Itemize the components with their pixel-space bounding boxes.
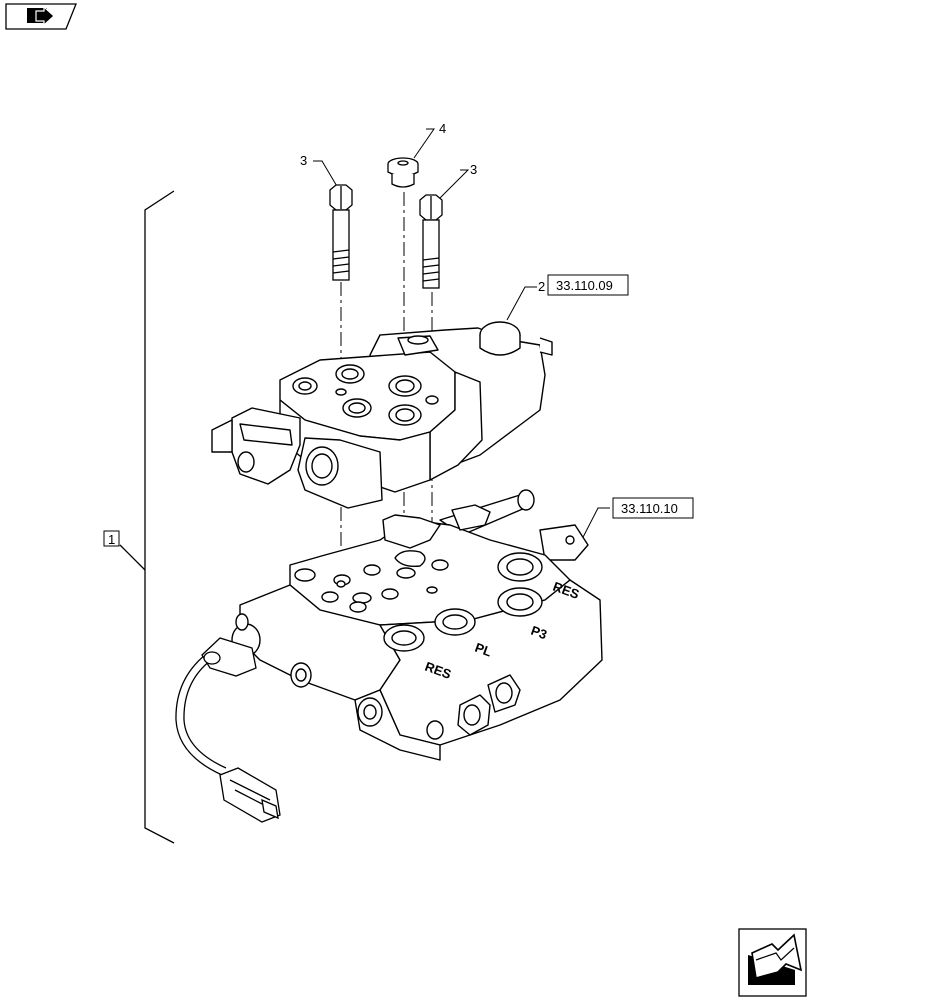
reference-valve-section-text: 33.110.09 [556, 278, 613, 293]
book-arrow-icon [27, 5, 55, 27]
callout-plug: 4 [439, 121, 446, 136]
bolt-right [419, 194, 443, 289]
callout-bolt-right: 3 [470, 162, 477, 177]
reference-box-valve-section[interactable]: 33.110.09 [547, 274, 629, 296]
callout-bolt-left: 3 [300, 153, 307, 168]
nav-tab-top[interactable] [5, 3, 77, 30]
valve-markings: RES P3 PL RES [423, 579, 582, 682]
marking-mid: PL [473, 640, 494, 660]
plug [387, 157, 419, 188]
nav-box-bottom[interactable] [738, 928, 807, 997]
valve-body [231, 489, 603, 761]
bolt-left [329, 184, 353, 281]
assembly-callout-number: 1 [108, 532, 115, 547]
assembly-callout-box [103, 530, 120, 547]
callout-valve-section: 2 [538, 279, 545, 294]
sensor-cable [175, 654, 227, 776]
reference-valve-body-text: 33.110.10 [621, 501, 678, 516]
cable-connector [219, 767, 281, 823]
book-arrow-icon [748, 933, 803, 985]
sensor-head [201, 637, 257, 677]
valve-section [211, 321, 553, 509]
leader-lines [313, 128, 610, 548]
reference-box-valve-body[interactable]: 33.110.10 [612, 497, 694, 519]
assembly-bracket [119, 190, 175, 844]
marking-right: P3 [529, 623, 549, 643]
